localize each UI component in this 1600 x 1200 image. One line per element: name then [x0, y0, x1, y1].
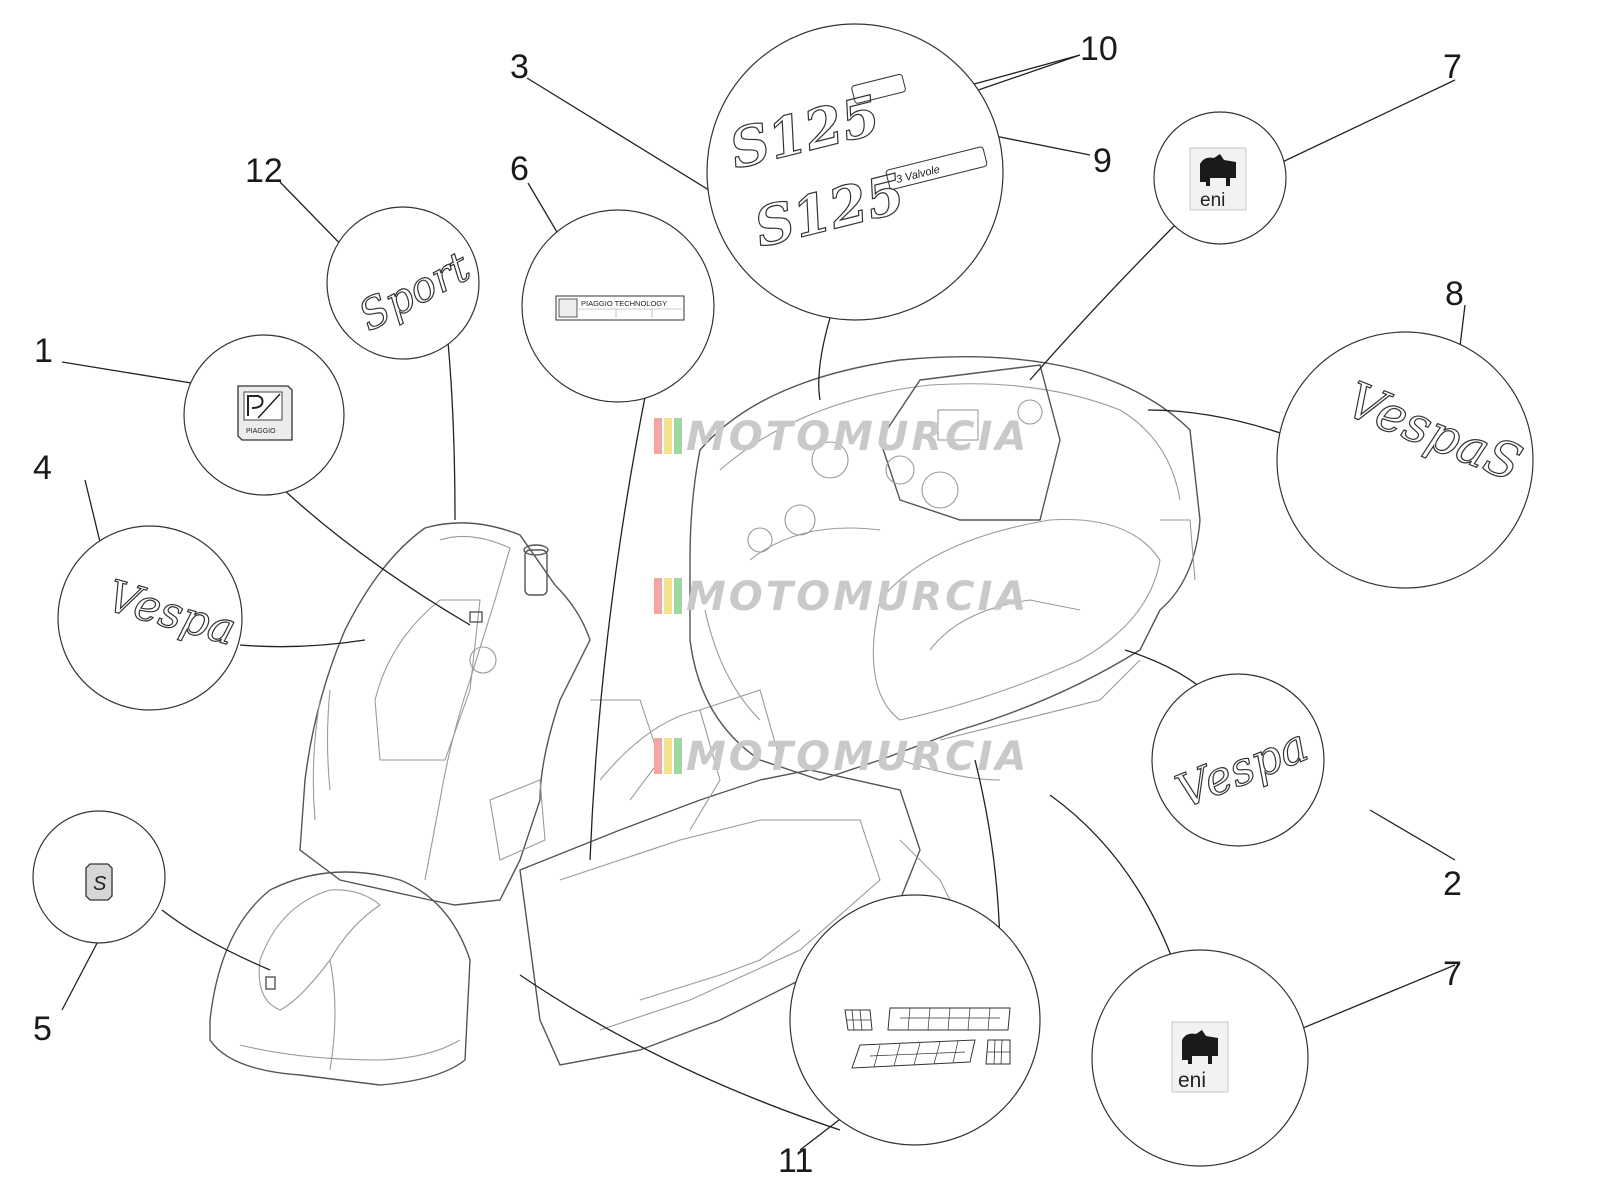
bubble-8: VespaS: [1276, 331, 1534, 589]
watermark-stripe-green: [674, 418, 682, 454]
rear-body: [689, 355, 1201, 781]
three-valves-badge-outline: [885, 146, 988, 190]
leader-2: [1369, 809, 1456, 861]
s-badge: S: [85, 863, 113, 901]
watermark-middle: MOTOMURCIA: [654, 574, 1029, 620]
callout-10: 10: [1080, 30, 1118, 68]
bubble-12: Sport: [326, 206, 480, 360]
piaggio-small-text: PIAGGIO: [246, 428, 276, 435]
leader-7-top-to-body: [1029, 209, 1191, 381]
leader-3-to-body: [818, 317, 831, 401]
watermark-stripe-green: [674, 578, 682, 614]
piaggio-badge: PIAGGIO: [237, 385, 293, 441]
bubble-5: S: [32, 810, 166, 944]
leader-4-to-body: [239, 639, 366, 648]
decal-grid-small-bottom: [985, 1039, 1011, 1065]
bubble-11: [789, 894, 1041, 1146]
bubble-1: PIAGGIO: [183, 334, 345, 496]
callout-8: 8: [1445, 275, 1464, 313]
bubble-7-bottom: eni: [1091, 949, 1309, 1167]
ie-badge-outline: [851, 73, 906, 104]
bubble-2: Vespa: [1151, 673, 1325, 847]
eni-logo-bottom: eni: [1171, 1021, 1229, 1093]
bubble-4: Vespa: [57, 525, 243, 711]
front-mudguard: [209, 871, 471, 1086]
leader-6-to-body: [589, 381, 649, 861]
bubble-6: PIAGGIO TECHNOLOGY: [521, 209, 715, 403]
callout-3: 3: [510, 48, 529, 86]
bubble-3-9-10: S125 S125 3 Valvole: [706, 23, 1004, 321]
watermark-stripe-yellow: [664, 738, 672, 774]
callout-9: 9: [1093, 142, 1112, 180]
callout-7-top: 7: [1443, 48, 1462, 86]
leader-11-to-body-a: [519, 974, 841, 1131]
callout-4: 4: [33, 449, 52, 487]
callout-11: 11: [778, 1142, 813, 1180]
watermark-top: MOTOMURCIA: [654, 414, 1029, 460]
watermark-stripe-red: [654, 738, 662, 774]
callout-12: 12: [245, 152, 283, 190]
callout-numbers: 1 2 3 4 5 6 7 7 8 9 10 11 12: [33, 30, 1464, 1180]
watermark-bottom: MOTOMURCIA: [654, 734, 1029, 780]
eni-logo-top: eni: [1189, 147, 1247, 211]
piaggio-technology-plate: PIAGGIO TECHNOLOGY: [555, 295, 685, 321]
piaggio-technology-text: PIAGGIO TECHNOLOGY: [581, 299, 667, 308]
watermark-text: MOTOMURCIA: [686, 574, 1029, 620]
s-badge-letter: S: [93, 873, 107, 895]
watermark-stripe-green: [674, 738, 682, 774]
leader-9: [989, 134, 1091, 156]
watermark-text: MOTOMURCIA: [686, 414, 1029, 460]
leader-8-to-body: [1147, 409, 1301, 441]
leader-7-bottom-to-body: [1049, 794, 1181, 981]
watermark-text: MOTOMURCIA: [686, 734, 1029, 780]
watermark-stripe-red: [654, 418, 662, 454]
front-shield: [299, 522, 591, 906]
six-legged-dog-icon: [1182, 1030, 1218, 1064]
callout-2: 2: [1443, 865, 1462, 903]
watermark-stripe-yellow: [664, 418, 672, 454]
callout-5: 5: [33, 1010, 52, 1048]
decal-stripe-long-top: [887, 1007, 1011, 1031]
callout-7-bottom: 7: [1443, 955, 1462, 993]
callout-6: 6: [510, 150, 529, 188]
leader-7-top: [1254, 79, 1456, 176]
decal-stripe-long-bottom: [851, 1039, 976, 1069]
eni-text-bottom: eni: [1178, 1069, 1206, 1092]
eni-text-top: eni: [1200, 190, 1225, 211]
floorboard-frame: [519, 689, 961, 1066]
watermark-stripe-red: [654, 578, 662, 614]
watermark-stripe-yellow: [664, 578, 672, 614]
leader-12-to-body: [447, 341, 456, 521]
leader-1-to-body: [283, 489, 471, 626]
bubble-7-top: eni: [1153, 111, 1287, 245]
six-legged-dog-icon: [1200, 154, 1236, 186]
decal-grid-small-top: [844, 1009, 873, 1031]
leader-5-to-body: [161, 909, 271, 971]
callout-1: 1: [34, 332, 53, 370]
